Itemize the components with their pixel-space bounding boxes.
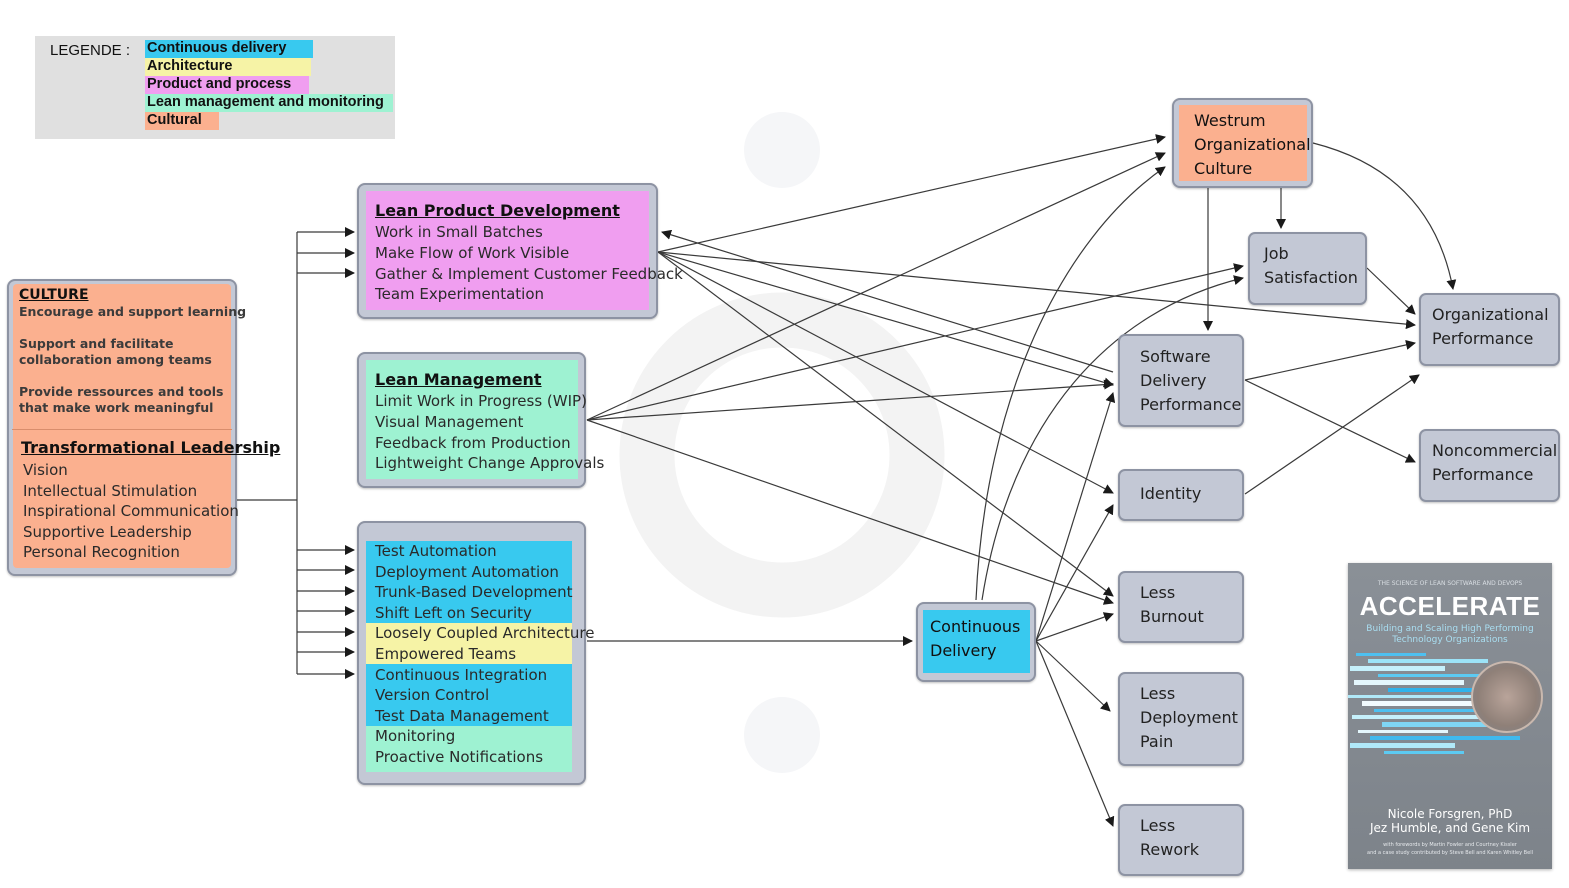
book-seal-icon	[1471, 661, 1543, 733]
lean-product-item: Make Flow of Work Visible	[375, 243, 570, 262]
lean-management-item: Limit Work in Progress (WIP)	[375, 392, 587, 410]
noncommercial-performance-node: Noncommercial Performance	[1419, 429, 1560, 502]
westrum-culture-node: Westrum Organizational Culture	[1172, 98, 1313, 188]
culture-heading: CULTURE	[19, 287, 89, 303]
node-label: Culture	[1194, 159, 1253, 178]
culture-line: Provide ressources and tools	[19, 384, 224, 399]
architecture-practice-item: Empowered Teams	[375, 644, 517, 663]
book-authors: Jez Humble, and Gene Kim	[1369, 821, 1531, 835]
legend-item-architecture: Architecture	[145, 58, 311, 76]
cd-practice-item: Continuous Integration	[375, 665, 548, 684]
legend-item-cultural: Cultural	[145, 112, 219, 130]
culture-line: collaboration among teams	[19, 352, 212, 367]
software-delivery-performance-node: Software Delivery Performance	[1118, 334, 1244, 427]
lean-management-item: Feedback from Production	[375, 433, 571, 452]
node-label: Deployment	[1140, 708, 1238, 727]
continuous-delivery-node: Continuous Delivery	[916, 602, 1036, 682]
lean-product-item: Work in Small Batches	[375, 223, 543, 241]
cd-practice-item: Shift Left on Security	[375, 603, 532, 622]
node-label: Pain	[1140, 732, 1174, 751]
legend: LEGENDE : Continuous delivery Architectu…	[35, 36, 395, 139]
monitoring-practice-item: Proactive Notifications	[375, 747, 544, 766]
lean-product-item: Team Experimentation	[375, 285, 545, 304]
legend-title: LEGENDE :	[50, 42, 131, 59]
node-label: Identity	[1140, 484, 1202, 503]
lean-management-heading: Lean Management	[375, 370, 542, 389]
book-subtitle: Building and Scaling High Performing	[1366, 624, 1534, 634]
cd-practice-item: Version Control	[375, 686, 490, 705]
culture-box: CULTURE Encourage and support learning S…	[7, 279, 281, 576]
book-foreword: with forewords by Martin Fowler and Cour…	[1383, 842, 1517, 848]
less-burnout-node: Less Burnout	[1118, 571, 1244, 643]
book-series: THE SCIENCE OF LEAN SOFTWARE AND DEVOPS	[1377, 580, 1523, 587]
organizational-performance-node: Organizational Performance	[1419, 293, 1560, 366]
job-satisfaction-node: Job Satisfaction	[1248, 232, 1367, 305]
node-label: Continuous	[930, 617, 1021, 636]
book-subtitle: Technology Organizations	[1392, 635, 1508, 645]
node-label: Software	[1140, 347, 1211, 366]
book-authors: Nicole Forsgren, PhD	[1387, 807, 1513, 821]
identity-node: Identity	[1118, 469, 1244, 521]
legend-item-product-process: Product and process	[145, 76, 309, 94]
lean-product-item: Gather & Implement Customer Feedback	[375, 264, 683, 283]
cd-practice-item: Test Automation	[375, 542, 497, 560]
less-deployment-pain-node: Less Deployment Pain	[1118, 672, 1244, 766]
leadership-item: Vision	[23, 461, 68, 479]
node-label: Performance	[1432, 465, 1534, 484]
cd-practice-item: Trunk-Based Development	[375, 583, 573, 602]
book-foreword: and a case study contributed by Steve Be…	[1367, 850, 1533, 856]
leadership-item: Supportive Leadership	[23, 522, 192, 541]
node-label: Less	[1140, 583, 1176, 602]
node-label: Burnout	[1140, 607, 1204, 626]
culture-line: Support and facilitate	[19, 336, 174, 351]
less-rework-node: Less Rework	[1118, 804, 1244, 876]
legend-item-lean-management: Lean management and monitoring	[145, 94, 393, 112]
book-title: ACCELERATE	[1359, 591, 1541, 621]
node-label: Satisfaction	[1264, 268, 1358, 287]
leadership-item: Intellectual Stimulation	[23, 481, 198, 500]
lean-management-item: Lightweight Change Approvals	[375, 454, 605, 473]
node-label: Delivery	[1140, 371, 1207, 390]
node-label: Westrum	[1194, 111, 1266, 130]
lean-product-development-box: Lean Product Development Work in Small B…	[357, 183, 683, 319]
culture-line: Encourage and support learning	[19, 304, 247, 319]
architecture-practice-item: Loosely Coupled Architecture	[375, 624, 595, 643]
cd-practice-item: Test Data Management	[375, 706, 549, 725]
node-label: Less	[1140, 816, 1176, 835]
culture-line: that make work meaningful	[19, 400, 214, 415]
monitoring-practice-item: Monitoring	[375, 727, 456, 746]
legend-item-continuous-delivery: Continuous delivery	[145, 40, 313, 58]
leadership-heading: Transformational Leadership	[21, 438, 281, 457]
book-cover-image: THE SCIENCE OF LEAN SOFTWARE AND DEVOPS …	[1348, 563, 1552, 869]
lean-management-item: Visual Management	[375, 412, 524, 431]
node-label: Organizational	[1432, 305, 1549, 324]
leadership-item: Inspirational Communication	[23, 502, 239, 520]
lean-product-heading: Lean Product Development	[375, 201, 620, 220]
book-stripes-graphic	[1348, 651, 1552, 761]
leadership-item: Personal Recognition	[23, 543, 180, 561]
cd-practice-item: Deployment Automation	[375, 562, 559, 581]
node-label: Less	[1140, 684, 1176, 703]
lean-management-box: Lean Management Limit Work in Progress (…	[357, 352, 604, 488]
node-label: Rework	[1140, 840, 1199, 859]
node-label: Noncommercial	[1432, 441, 1558, 460]
technical-practices-box: Test Automation Deployment Automation Tr…	[357, 521, 595, 785]
node-label: Job	[1264, 244, 1289, 263]
node-label: Organizational	[1194, 135, 1311, 154]
node-label: Delivery	[930, 641, 997, 660]
node-label: Performance	[1140, 395, 1242, 414]
node-label: Performance	[1432, 329, 1534, 348]
